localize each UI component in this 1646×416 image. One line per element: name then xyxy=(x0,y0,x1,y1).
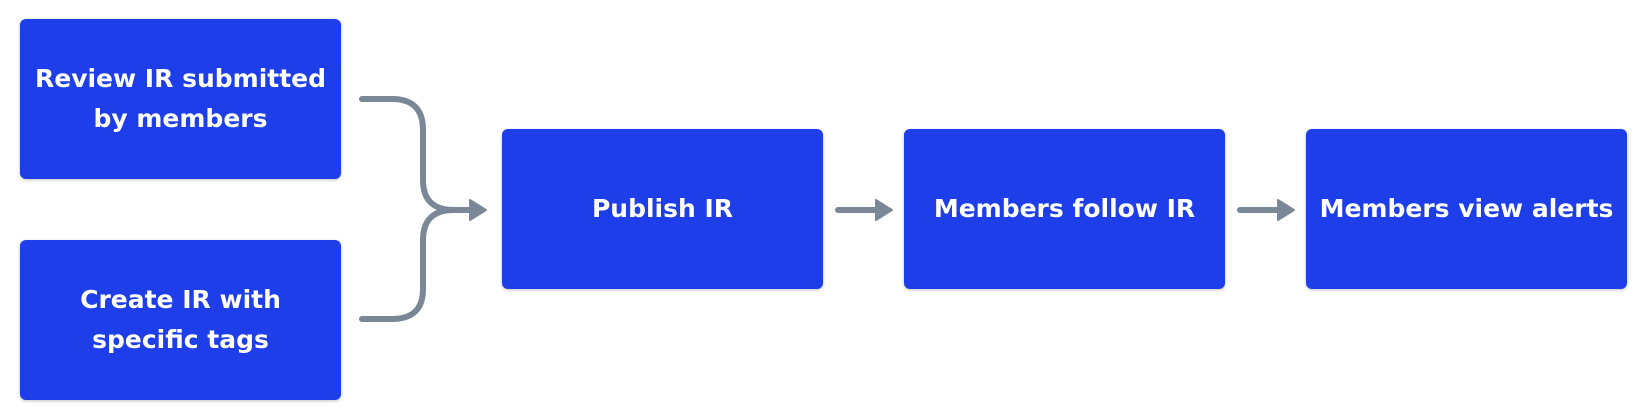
arrowhead-into-follow xyxy=(875,199,893,221)
node-review-ir-label: Review IR submitted by members xyxy=(35,59,326,139)
arrowhead-into-publish xyxy=(469,199,487,221)
node-members-follow-ir-label: Members follow IR xyxy=(933,194,1196,223)
node-members-follow-ir: Members follow IR xyxy=(904,129,1225,289)
node-members-view-alerts-label: Members view alerts xyxy=(1319,194,1614,223)
node-create-ir-line1: Create IR with xyxy=(80,285,281,314)
node-create-ir-label: Create IR with specific tags xyxy=(80,280,281,360)
node-publish-ir-label: Publish IR xyxy=(591,194,734,223)
node-publish-ir: Publish IR xyxy=(502,129,823,289)
connector-review-to-publish xyxy=(359,96,477,213)
node-create-ir: Create IR with specific tags xyxy=(20,240,341,400)
node-review-ir-line1: Review IR submitted xyxy=(34,64,327,93)
node-review-ir: Review IR submitted by members xyxy=(20,19,341,179)
node-members-view-alerts: Members view alerts xyxy=(1306,129,1627,289)
node-create-ir-line2: specific tags xyxy=(92,325,269,354)
arrowhead-into-alerts xyxy=(1277,199,1295,221)
node-review-ir-line2: by members xyxy=(93,104,268,133)
connector-create-to-publish xyxy=(359,207,457,322)
